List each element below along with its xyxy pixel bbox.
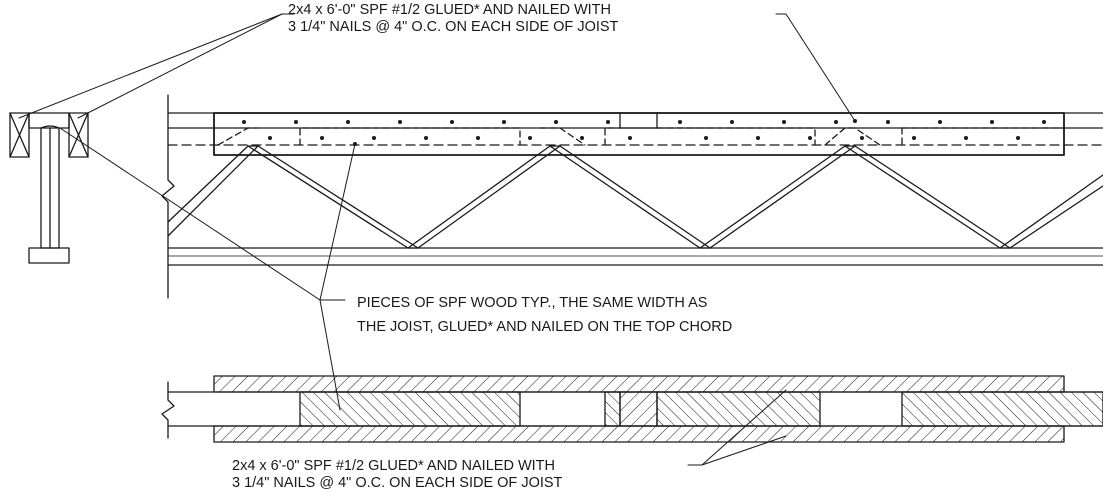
nail-pattern <box>242 119 1046 146</box>
callout-top-line2: 3 1/4" NAILS @ 4" O.C. ON EACH SIDE OF J… <box>288 19 619 35</box>
elevation-reinforcement-plank <box>213 112 1065 156</box>
plan-filler-block-1 <box>299 391 521 427</box>
section-top-chord <box>28 112 70 129</box>
plan-filler-block-3 <box>619 391 658 427</box>
plan-filler-block-2 <box>604 391 621 427</box>
plan-bottom-nailer <box>213 425 1065 443</box>
callout-bot-line2: 3 1/4" NAILS @ 4" O.C. ON EACH SIDE OF J… <box>232 475 563 491</box>
joist-section-view <box>9 112 89 264</box>
callout-top-nailer: 2x4 x 6'-0" SPF #1/2 GLUED* AND NAILED W… <box>288 2 618 36</box>
elevation-web-members <box>167 145 1103 249</box>
callout-mid-line2: THE JOIST, GLUED* AND NAILED ON THE TOP … <box>357 319 733 335</box>
callout-top-line1: 2x4 x 6'-0" SPF #1/2 GLUED* AND NAILED W… <box>288 2 611 18</box>
section-bottom-chord <box>28 247 70 264</box>
plan-filler-block-5 <box>901 391 1103 427</box>
joist-plan-view <box>161 375 1103 443</box>
plan-break-line <box>161 381 175 439</box>
plan-top-nailer <box>213 375 1065 393</box>
joist-elevation-view <box>161 94 1103 299</box>
section-left-nailer <box>9 112 30 158</box>
callout-filler-pieces: PIECES OF SPF WOOD TYP., THE SAME WIDTH … <box>357 291 732 339</box>
leader-lines <box>18 13 856 466</box>
plan-filler-block-4 <box>656 391 821 427</box>
callout-bot-line1: 2x4 x 6'-0" SPF #1/2 GLUED* AND NAILED W… <box>232 458 555 474</box>
section-right-nailer <box>68 112 89 158</box>
callout-mid-line1: PIECES OF SPF WOOD TYP., THE SAME WIDTH … <box>357 295 708 311</box>
elevation-filler-pieces <box>217 127 1065 146</box>
callout-bottom-nailer: 2x4 x 6'-0" SPF #1/2 GLUED* AND NAILED W… <box>232 458 562 492</box>
elevation-break-line <box>161 94 175 299</box>
